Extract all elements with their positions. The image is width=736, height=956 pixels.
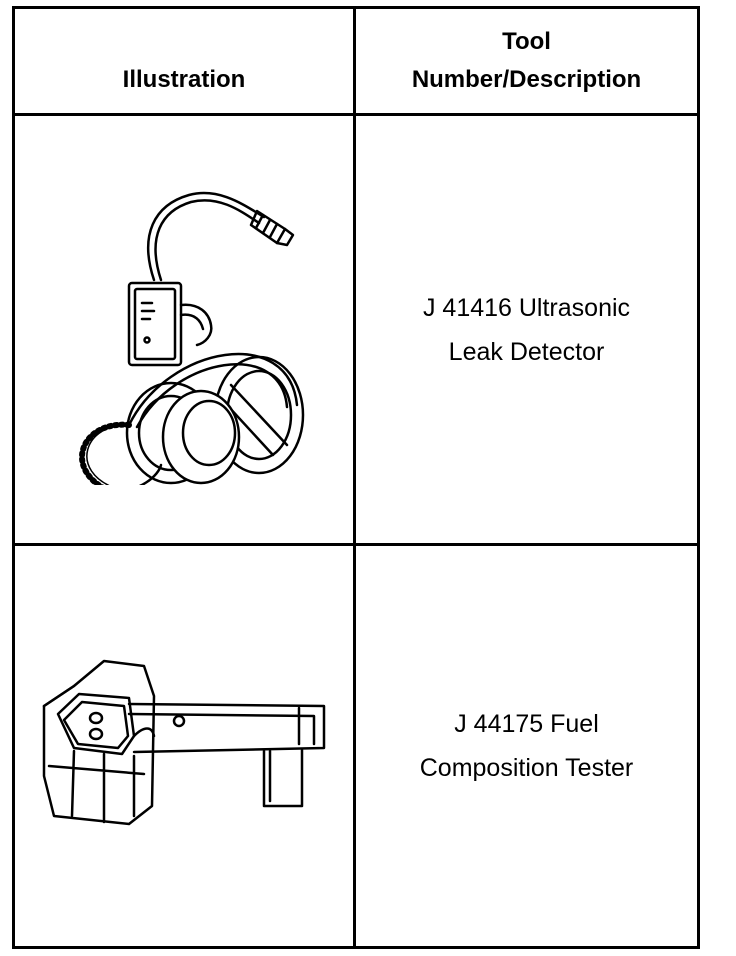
fuel-composition-tester-icon [42,659,326,826]
ultrasonic-leak-detector-icon [79,191,305,485]
tool-description-line1: J 44175 Fuel [454,710,599,738]
header-illustration: Illustration [12,6,356,116]
header-illustration-label: Illustration [122,66,246,93]
description-cell: J 41416 Ultrasonic Leak Detector [353,113,700,546]
tool-description-line2: Composition Tester [419,754,634,782]
header-row: Illustration Tool Number/Description [12,6,700,116]
header-tool: Tool Number/Description [353,6,700,116]
description-cell: J 44175 Fuel Composition Tester [353,543,700,949]
illustration-cell [12,113,356,546]
illustration-cell [12,543,356,949]
tool-description-line2: Leak Detector [448,337,605,366]
table-row: J 44175 Fuel Composition Tester [12,543,700,949]
table-row: J 41416 Ultrasonic Leak Detector [12,113,700,546]
tool-description-line1: J 41416 Ultrasonic [422,293,631,322]
header-tool-line2: Number/Description [411,66,642,93]
header-tool-line1: Tool [502,28,551,55]
tool-table: Illustration Tool Number/Description [12,6,700,949]
